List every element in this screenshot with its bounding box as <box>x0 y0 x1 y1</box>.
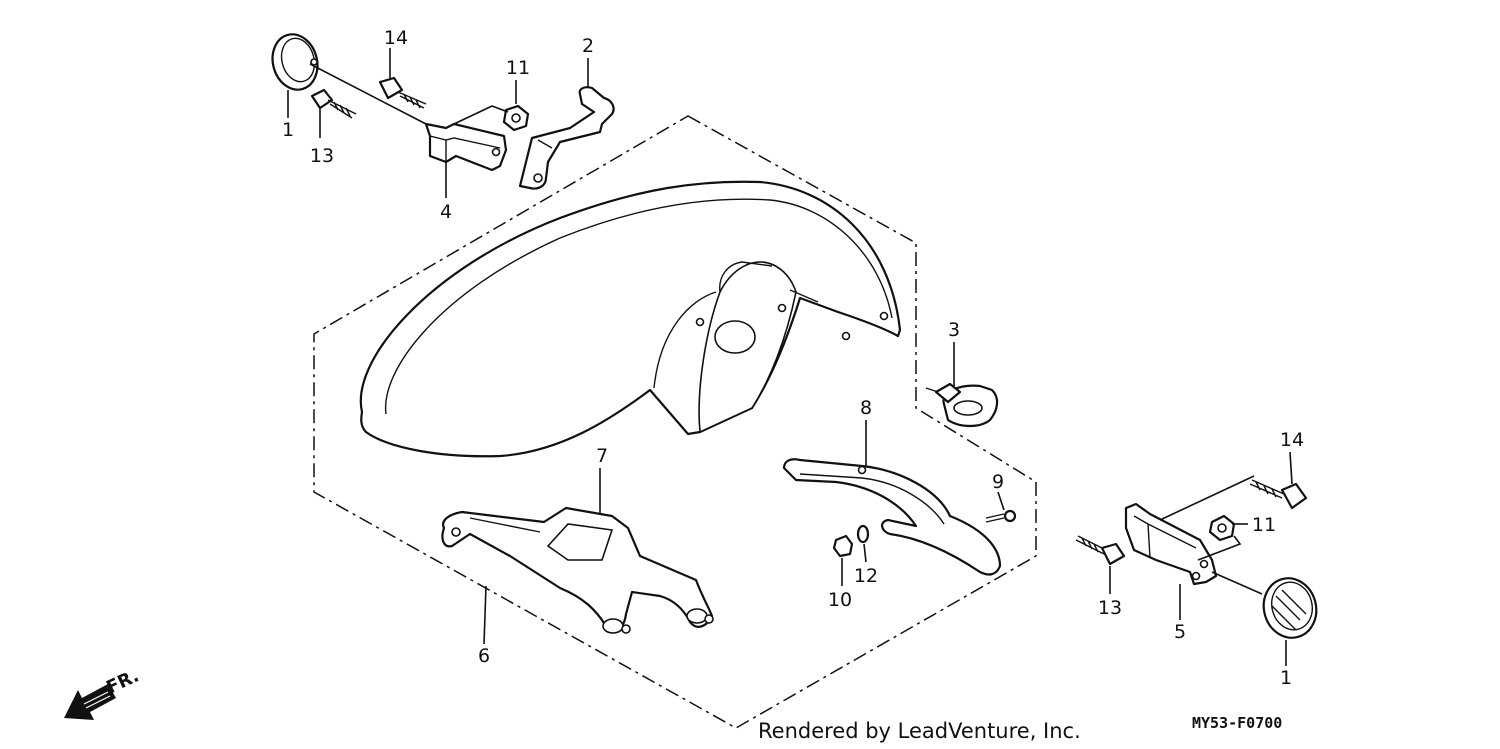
callout-3[interactable]: 3 <box>948 319 960 341</box>
callout-8[interactable]: 8 <box>860 397 872 419</box>
diagram-code: MY53-F0700 <box>1192 714 1282 732</box>
bracket-2[interactable] <box>518 86 615 190</box>
nut-11-left[interactable] <box>502 104 530 132</box>
callout-11-right[interactable]: 11 <box>1252 514 1276 536</box>
center-bracket-7[interactable] <box>441 506 714 634</box>
callout-9[interactable]: 9 <box>992 471 1004 493</box>
front-fender[interactable] <box>359 180 902 458</box>
callout-4[interactable]: 4 <box>440 201 452 223</box>
callout-14-right[interactable]: 14 <box>1280 429 1304 451</box>
bolt-13-right[interactable] <box>1075 535 1126 566</box>
callout-6[interactable]: 6 <box>478 645 490 667</box>
direction-label: FR. <box>103 665 142 698</box>
nut-11-right[interactable] <box>1208 514 1236 542</box>
reflector-bracket-5[interactable] <box>1124 502 1218 586</box>
nut-10[interactable] <box>832 534 854 558</box>
callout-5[interactable]: 5 <box>1174 621 1186 643</box>
washer-12[interactable] <box>856 524 870 544</box>
callout-13-right[interactable]: 13 <box>1098 597 1122 619</box>
callout-14-left[interactable]: 14 <box>384 27 408 49</box>
render-credit: Rendered by LeadVenture, Inc. <box>758 719 1081 743</box>
callout-7[interactable]: 7 <box>596 445 608 467</box>
callouts: 1 13 14 11 2 4 3 8 7 9 12 10 6 14 11 13 … <box>282 27 1304 689</box>
reflector-1-right[interactable] <box>1257 572 1323 643</box>
fender-stay-8[interactable] <box>782 458 1002 576</box>
callout-2[interactable]: 2 <box>582 35 594 57</box>
callout-11-left[interactable]: 11 <box>506 57 530 79</box>
front-direction-arrow-icon: FR. <box>64 665 142 720</box>
callout-13-left[interactable]: 13 <box>310 145 334 167</box>
bolt-13-left[interactable] <box>310 88 357 119</box>
screw-9[interactable] <box>985 509 1017 523</box>
reflector-bracket-4[interactable] <box>424 122 508 172</box>
callout-1-right[interactable]: 1 <box>1280 667 1292 689</box>
callout-10[interactable]: 10 <box>828 589 852 611</box>
bolt-14-right[interactable] <box>1249 479 1308 510</box>
callout-1-left[interactable]: 1 <box>282 119 294 141</box>
bolt-14-left[interactable] <box>378 76 427 109</box>
reflector-1-left[interactable] <box>267 29 324 94</box>
callout-12[interactable]: 12 <box>854 565 878 587</box>
leader-lines <box>287 48 1293 666</box>
assembly-boundary <box>313 115 1037 729</box>
clamp-3[interactable] <box>925 382 999 428</box>
